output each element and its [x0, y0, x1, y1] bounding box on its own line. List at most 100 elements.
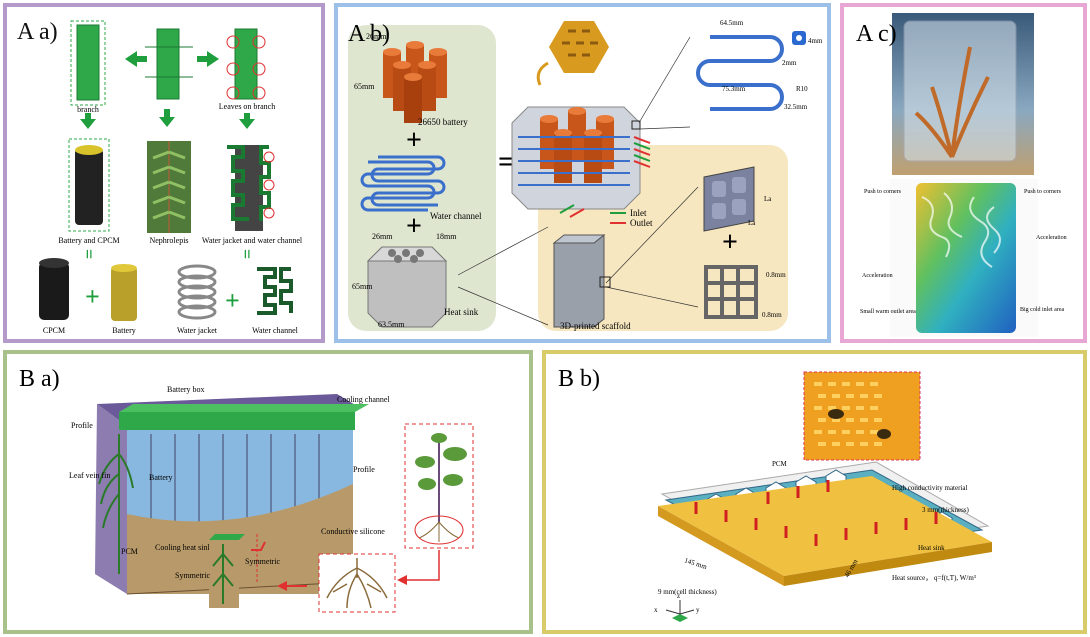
heat-sink-cutaway	[209, 534, 245, 608]
label-3d-printed-scaffold: 3D-printed scaffold	[560, 321, 631, 331]
panel-a-c: A c) Push to corners Push to corners Acc…	[840, 3, 1087, 343]
label-small-warm-outlet: Small warm outlet area	[860, 309, 916, 315]
label-branch: branch	[77, 105, 99, 114]
equals-sign: =	[498, 145, 515, 178]
panel-a-b-title: A b)	[348, 21, 390, 47]
plus-sign: +	[722, 227, 738, 258]
battery-figure	[111, 264, 137, 321]
leaf-vein-fin	[98, 434, 134, 574]
panel-a-b-figure: A b) 26mm 65mm 26650 battery + Water cha…	[348, 19, 823, 331]
label-leaves: Leaves on branch	[219, 102, 275, 111]
dim-0-8mm-a: 0.8mm	[766, 271, 786, 279]
panel-b-a: B a) Battery box Cooling channel Profile…	[3, 350, 533, 634]
label-battery-box: Battery box	[167, 385, 205, 394]
label-water-channel: Water channel	[252, 326, 299, 335]
dim-63mm: 63.5mm	[378, 320, 405, 329]
heat-sink	[366, 246, 448, 328]
label-pcm: PCM	[772, 460, 788, 468]
label-145mm: 145 mm	[683, 556, 708, 571]
label-9mm-cell-thickness: 9 mm(cell thickness)	[658, 588, 717, 596]
dim-65mm-top: 65mm	[354, 82, 375, 91]
panel-b-b-figure: B b)	[558, 366, 992, 622]
axis-y-label: y	[696, 606, 700, 614]
battery-array	[383, 41, 447, 123]
label-battery: Battery	[149, 473, 173, 482]
label-water-channel: Water channel	[430, 211, 482, 221]
plus-sign: +	[406, 211, 422, 242]
flow-arrows	[559, 136, 651, 218]
scaffold-tower	[552, 233, 611, 328]
dim-0-8mm-b: 0.8mm	[762, 311, 782, 319]
root-system	[326, 558, 388, 609]
label-big-cold-inlet: Big cold inlet area	[1020, 307, 1064, 313]
dim-64-5mm: 64.5mm	[720, 19, 744, 27]
label-high-conductivity: High conductivity material	[892, 484, 967, 492]
label-26650-battery: 26650 battery	[418, 117, 468, 127]
dim-4mm: 4mm	[808, 37, 823, 45]
label-cooling-heat-sink: Cooling heat sink	[155, 543, 211, 552]
dim-la-1: La	[764, 195, 772, 203]
nephrolepis-photo	[147, 141, 191, 233]
panel-b-b: B b)	[542, 350, 1087, 634]
plant-arrow	[403, 550, 440, 581]
water-jacket-figure	[177, 264, 217, 320]
curve-arrow-icon	[536, 61, 549, 86]
bee-honeycomb-inset	[803, 371, 921, 461]
assembled-module	[511, 106, 641, 210]
label-symmetric-right: Symmetric	[245, 557, 281, 566]
plus-sign: +	[85, 282, 100, 311]
label-nephrolepis: Nephrolepis	[149, 236, 188, 245]
label-heat-sink: Heat sink	[918, 544, 945, 552]
label-profile-left: Profile	[71, 421, 93, 430]
label-3mm-thickness: 3 mm(thickness)	[922, 506, 970, 514]
arrow-down-icon	[239, 113, 255, 129]
label-push-corners-left: Push to corners	[864, 189, 902, 195]
label-cooling-channel: Cooling channel	[337, 395, 390, 404]
dim-r10: R10	[796, 85, 808, 93]
leaves-on-branch-figure	[226, 28, 266, 100]
label-pcm: PCM	[121, 547, 138, 556]
tube-detail	[696, 35, 784, 111]
water-channel-coil	[360, 155, 446, 212]
arrow-right-icon	[197, 51, 219, 67]
scaffold-lattice	[704, 265, 758, 319]
label-heat-source: Heat source， q=f(t,T), W/m³	[892, 574, 976, 582]
panel-a-a-figure: branch Leaves on branch Ba	[39, 20, 303, 335]
label-water-jacket: Water jacket	[177, 326, 218, 335]
panel-b-a-figure: B a) Battery box Cooling channel Profile…	[19, 366, 474, 613]
arrow-down-icon	[80, 113, 96, 129]
heat-source-base	[658, 476, 992, 586]
honeycomb-image	[549, 21, 609, 73]
panel-a-a-title: A a)	[17, 19, 58, 45]
scaffold-cell-detail	[703, 166, 755, 232]
label-leaf-vein-fin: Leaf vein fin	[69, 471, 110, 480]
dim-2mm: 2mm	[782, 59, 797, 67]
plant-figure	[414, 433, 467, 545]
label-water-jacket-channel: Water jacket and water channel	[202, 236, 303, 245]
pointer-arrow-icon	[251, 541, 266, 551]
arrow-left-icon	[125, 51, 147, 67]
label-outlet: Outlet	[630, 218, 653, 228]
plus-sign: +	[225, 286, 240, 315]
thermal-channels	[921, 192, 1001, 268]
dim-32-5mm: 32.5mm	[784, 103, 808, 111]
dim-65mm-bot: 65mm	[352, 282, 373, 291]
label-battery: Battery	[112, 326, 136, 335]
dim-75-3mm: 75.3mm	[722, 85, 746, 93]
water-channel-figure	[257, 267, 293, 315]
branch-figure	[70, 20, 106, 106]
battery-cpcm-figure	[68, 138, 110, 232]
water-jacket-channel-figure	[227, 145, 275, 231]
equals-sign: =	[237, 249, 257, 259]
branch-with-sticks	[145, 28, 193, 100]
zoom-lines	[457, 36, 699, 326]
label-cpcm: CPCM	[43, 326, 65, 335]
dim-26mm-bot: 26mm	[372, 232, 393, 241]
cpcm-figure	[39, 258, 69, 320]
label-push-corners-right: Push to corners	[1024, 189, 1062, 195]
axis-x-label: x	[654, 606, 658, 614]
bee-icon	[828, 409, 844, 419]
dim-la-2: La	[748, 219, 756, 227]
plus-sign: +	[406, 125, 422, 156]
panel-a-b: A b) 26mm 65mm 26650 battery + Water cha…	[334, 3, 831, 343]
